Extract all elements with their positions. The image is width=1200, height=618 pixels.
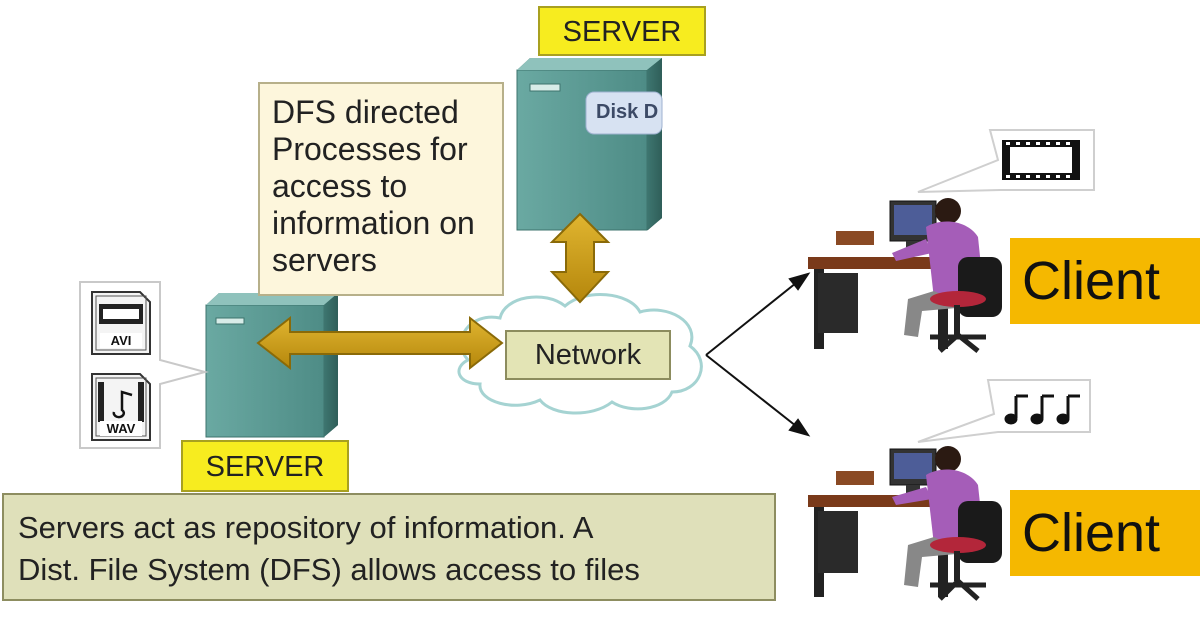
network-label: Network [505, 330, 671, 380]
client-1-workstation [808, 198, 1002, 353]
film-strip-icon [1002, 140, 1080, 180]
note-line: servers [272, 242, 377, 278]
note-line: access to [272, 168, 408, 204]
music-notes-icon [1004, 394, 1080, 425]
note-line: Processes for [272, 131, 468, 167]
top-server [516, 58, 663, 231]
client-2-workstation [808, 446, 1002, 601]
dfs-caption: Servers act as repository of information… [2, 493, 776, 601]
client-2-bubble [917, 379, 1091, 443]
client-arrows [705, 272, 811, 437]
caption-line: Servers act as repository of information… [18, 510, 594, 545]
avi-tag: AVI [100, 333, 142, 348]
disk-label: Disk D [596, 101, 659, 123]
client-1-bubble [917, 129, 1095, 193]
top-server-label: SERVER [538, 6, 706, 56]
bottom-server-label: SERVER [181, 440, 349, 492]
caption-line: Dist. File System (DFS) allows access to… [18, 552, 640, 587]
bottom-server [205, 293, 338, 438]
note-line: information on [272, 205, 475, 241]
dfs-note: DFS directed Processes for access to inf… [258, 82, 504, 296]
wav-tag: WAV [100, 421, 142, 436]
client-label-2: Client [1010, 490, 1200, 576]
file-bubble [79, 281, 209, 449]
vertical-double-arrow [549, 212, 611, 304]
note-line: DFS directed [272, 94, 459, 130]
client-label-1: Client [1010, 238, 1200, 324]
horizontal-double-arrow [256, 315, 504, 371]
